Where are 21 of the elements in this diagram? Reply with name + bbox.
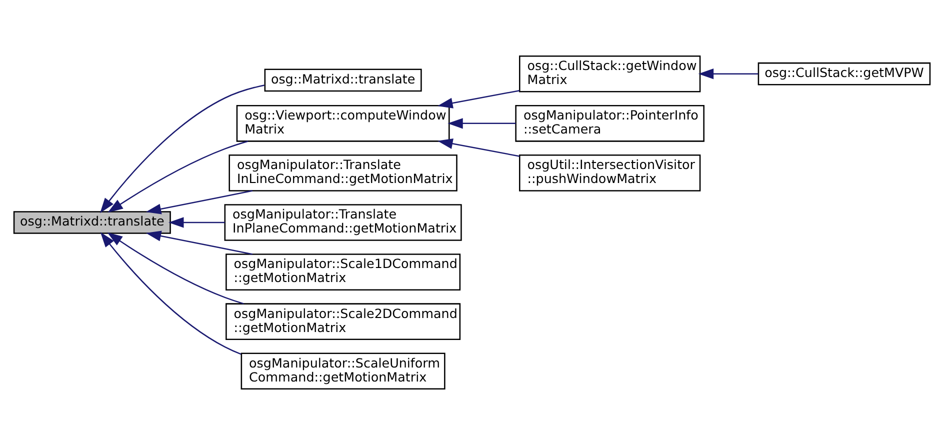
node-box: osgManipulator::Translate InPlaneCommand::getMotionMatrix [224,204,462,240]
arrow [107,232,244,304]
node-box: osgManipulator::PointerInfo ::setCamera [515,104,704,142]
node-box: osgManipulator::Scale2DCommand ::getMotionMatrix [226,302,461,340]
arrow [437,89,520,108]
arrow [448,118,516,128]
node-box: osg::Viewport::computeWindow Matrix [236,104,450,142]
arrow [698,68,758,79]
node-box: osg::CullStack::getWindow Matrix [519,54,701,92]
arrow [168,216,225,228]
arrow [437,138,520,156]
arrow [100,232,242,354]
node-box: osg::Matrixd::translate [264,68,422,92]
node-box: osgManipulator::Scale1DCommand ::getMotionMatrix [226,253,461,290]
node-box: osgUtil::IntersectionVisitor ::pushWindowMatrix [519,154,701,191]
node-box: osgManipulator::Translate InLineCommand::getMotionMatrix [228,154,458,191]
node-box: osg::Matrixd::translate [13,210,171,234]
node-box: osg::CullStack::getMVPW [758,62,931,85]
arrow [100,84,264,213]
node-box: osgManipulator::ScaleUniform Command::getMotionMatrix [240,352,446,390]
arrow [108,140,248,212]
